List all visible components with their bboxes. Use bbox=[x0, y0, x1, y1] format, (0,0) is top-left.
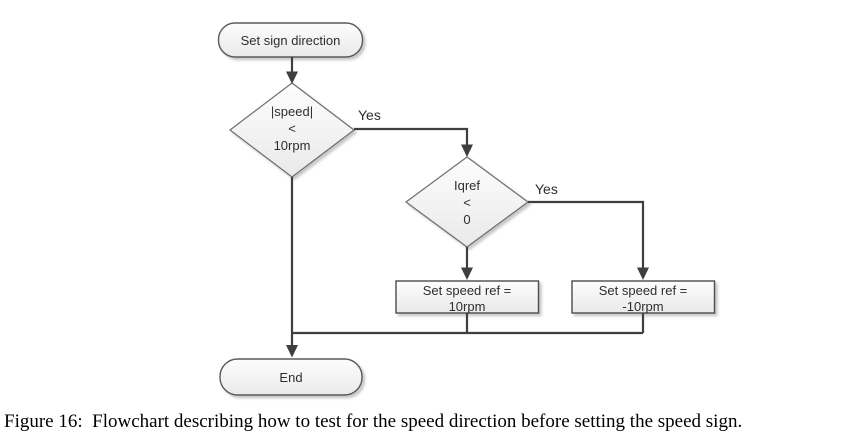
set-speed-ref-positive-label: Set speed ref = 10rpm bbox=[396, 282, 538, 315]
end-node-label: End bbox=[279, 369, 303, 385]
positive-box-line2: 10rpm bbox=[448, 299, 486, 314]
arrowhead-into-end bbox=[286, 345, 298, 358]
flowchart-canvas: Set sign direction |speed| < 10rpm Yes I… bbox=[217, 22, 716, 396]
start-node-label: Set sign direction bbox=[240, 32, 341, 48]
arrowhead-into-speed-decision bbox=[286, 71, 298, 84]
end-terminator-shape bbox=[219, 358, 363, 396]
negative-box-line1: Set speed ref = bbox=[598, 283, 688, 298]
positive-box-line1: Set speed ref = bbox=[422, 283, 512, 298]
arrowhead-into-positive-box bbox=[461, 267, 473, 280]
iqref-yes-branch-label: Yes bbox=[535, 181, 558, 197]
connector-speed-yes-to-iqref-decision bbox=[354, 127, 469, 145]
speed-decision-line2: < bbox=[288, 121, 296, 136]
connector-lines bbox=[290, 57, 645, 345]
speed-yes-branch-label: Yes bbox=[358, 107, 381, 123]
set-speed-ref-negative-label: Set speed ref = -10rpm bbox=[572, 282, 714, 315]
speed-decision-line3: 10rpm bbox=[273, 138, 311, 153]
speed-decision-label: |speed| < 10rpm bbox=[230, 103, 354, 154]
speed-decision-line1: |speed| bbox=[270, 104, 314, 119]
connector-iqref-yes-to-negative-box bbox=[528, 200, 645, 268]
arrowhead-into-negative-box bbox=[637, 267, 649, 280]
set-speed-ref-negative-shape bbox=[571, 280, 716, 314]
start-terminator-shape bbox=[217, 22, 364, 58]
iqref-decision-line2: < bbox=[463, 195, 471, 210]
arrowheads bbox=[286, 71, 649, 358]
figure-caption: Figure 16: Flowchart describing how to t… bbox=[4, 411, 743, 432]
iqref-decision-label: Iqref < 0 bbox=[406, 177, 528, 228]
iqref-decision-line3: 0 bbox=[463, 212, 471, 227]
flowchart-drawing bbox=[217, 22, 716, 396]
negative-box-line2: -10rpm bbox=[622, 299, 664, 314]
arrowhead-into-iqref-decision bbox=[461, 144, 473, 157]
iqref-decision-line1: Iqref bbox=[453, 178, 480, 193]
